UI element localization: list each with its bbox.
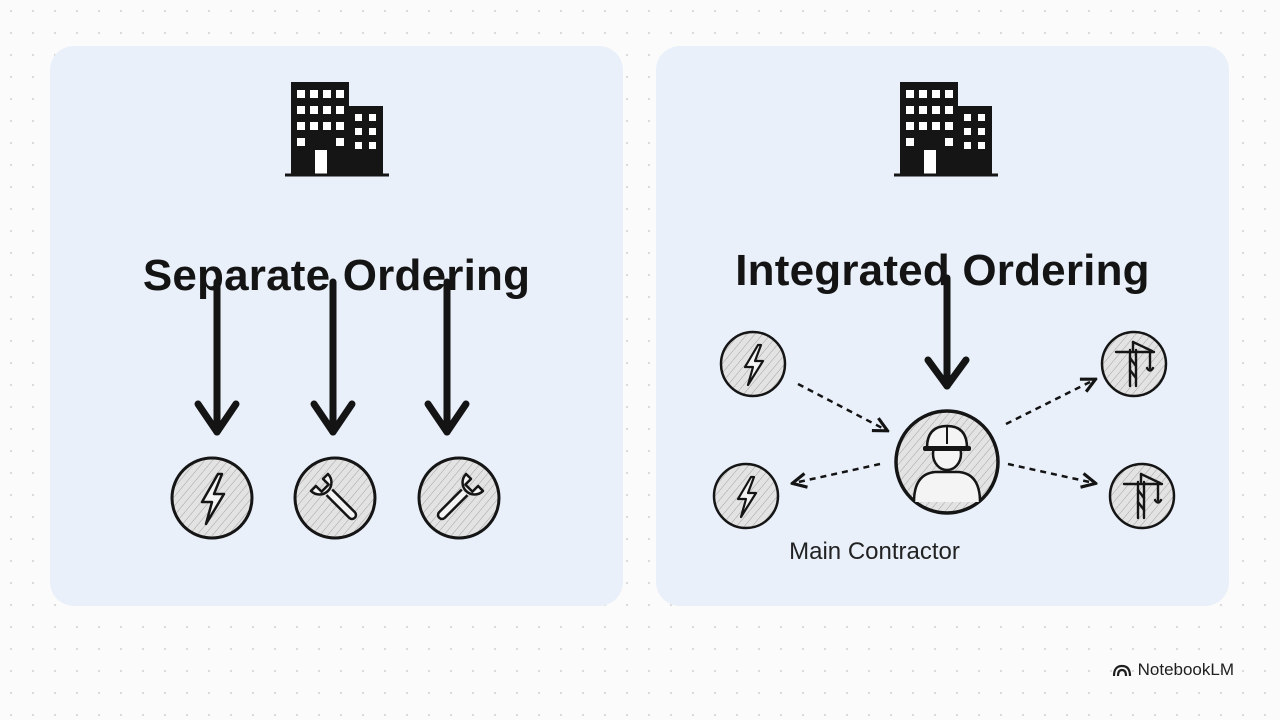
dashed-arrow-electric-out bbox=[794, 462, 881, 483]
order-to-contractor-arrow bbox=[924, 274, 970, 390]
integrated-ordering-panel: Integrated Ordering Main Contractor bbox=[656, 46, 1229, 606]
lightning-icon bbox=[719, 330, 787, 398]
direct-order-arrow-1 bbox=[194, 278, 240, 436]
separate-ordering-diagram bbox=[170, 82, 501, 540]
brand-name: NotebookLM bbox=[1137, 660, 1234, 679]
panel-title: Integrated Ordering bbox=[735, 246, 1150, 295]
notebooklm-brand: NotebookLM bbox=[1112, 659, 1234, 681]
dashed-arrow-electric-in bbox=[797, 382, 886, 430]
separate-ordering-panel: Separate Ordering bbox=[50, 46, 623, 606]
lightning-icon bbox=[712, 462, 780, 530]
notebooklm-logo-icon bbox=[1112, 664, 1131, 677]
direct-order-arrow-2 bbox=[310, 278, 356, 436]
crane-icon bbox=[1100, 330, 1168, 398]
dashed-arrow-crane-bottom bbox=[1007, 462, 1094, 483]
hard-hat-worker-icon bbox=[894, 409, 1000, 515]
integrated-ordering-diagram bbox=[712, 82, 1176, 530]
crane-icon bbox=[1108, 462, 1176, 530]
direct-order-arrow-3 bbox=[424, 278, 470, 436]
wrench-icon bbox=[417, 456, 501, 540]
building-icon bbox=[894, 82, 998, 177]
building-icon bbox=[285, 82, 389, 177]
panel-title: Separate Ordering bbox=[142, 251, 531, 300]
lightning-icon bbox=[170, 456, 254, 540]
dashed-arrow-crane-top bbox=[1005, 380, 1094, 426]
main-contractor-label: Main Contractor bbox=[789, 538, 960, 565]
wrench-icon bbox=[293, 456, 377, 540]
